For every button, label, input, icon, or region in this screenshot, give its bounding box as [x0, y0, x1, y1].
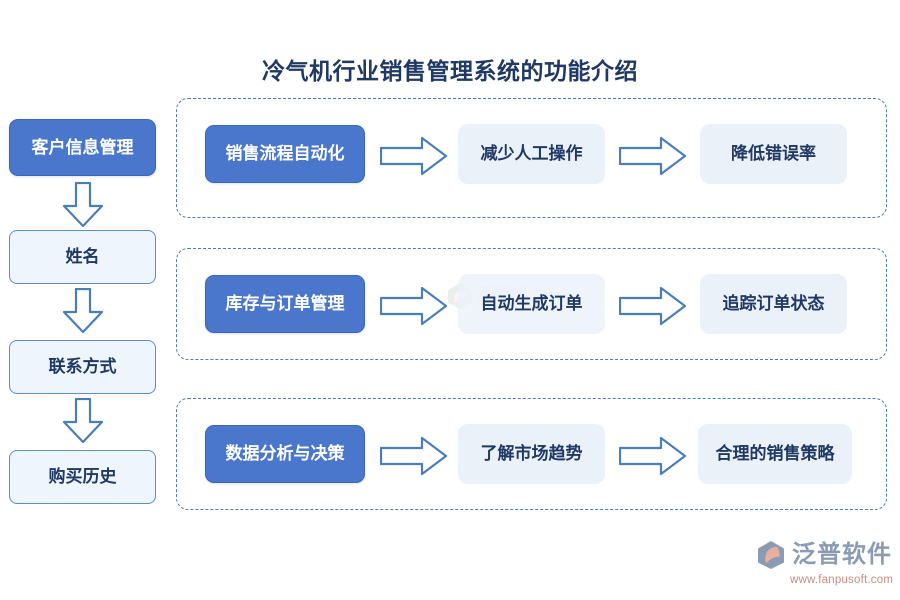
flow3-step-2[interactable]: 合理的销售策略	[698, 424, 852, 484]
flow1-head-node[interactable]: 销售流程自动化	[205, 125, 365, 183]
flow1-step-2[interactable]: 降低错误率	[700, 124, 847, 184]
group-sales-automation	[176, 98, 887, 218]
arrow-right-icon	[380, 136, 448, 176]
arrow-right-icon	[380, 286, 448, 326]
arrow-right-icon	[619, 436, 687, 476]
group-inventory-order	[176, 248, 887, 360]
flow2-step-1[interactable]: 自动生成订单	[458, 274, 605, 334]
arrow-right-icon	[619, 286, 687, 326]
left-node-contact[interactable]: 联系方式	[9, 340, 156, 394]
left-node-customer-info[interactable]: 客户信息管理	[9, 119, 156, 176]
left-node-name[interactable]: 姓名	[9, 230, 156, 284]
arrow-down-icon	[62, 288, 104, 334]
flow1-step-1[interactable]: 减少人工操作	[458, 124, 605, 184]
brand-logo: 泛普软件 www.fanpusoft.com	[756, 540, 896, 592]
page-title: 冷气机行业销售管理系统的功能介绍	[262, 59, 638, 84]
arrow-down-icon	[62, 398, 104, 444]
flow3-head-node[interactable]: 数据分析与决策	[205, 425, 365, 483]
brand-url: www.fanpusoft.com	[790, 574, 894, 586]
brand-name: 泛普软件	[792, 541, 892, 568]
flow2-step-2[interactable]: 追踪订单状态	[700, 274, 847, 334]
arrow-right-icon	[380, 436, 448, 476]
arrow-down-icon	[62, 182, 104, 228]
left-node-purchase-history[interactable]: 购买历史	[9, 450, 156, 504]
group-data-analysis	[176, 398, 887, 510]
fanpu-hexagon-logo-icon	[758, 541, 784, 569]
arrow-right-icon	[619, 136, 687, 176]
flow3-step-1[interactable]: 了解市场趋势	[458, 424, 605, 484]
flow2-head-node[interactable]: 库存与订单管理	[205, 275, 365, 333]
